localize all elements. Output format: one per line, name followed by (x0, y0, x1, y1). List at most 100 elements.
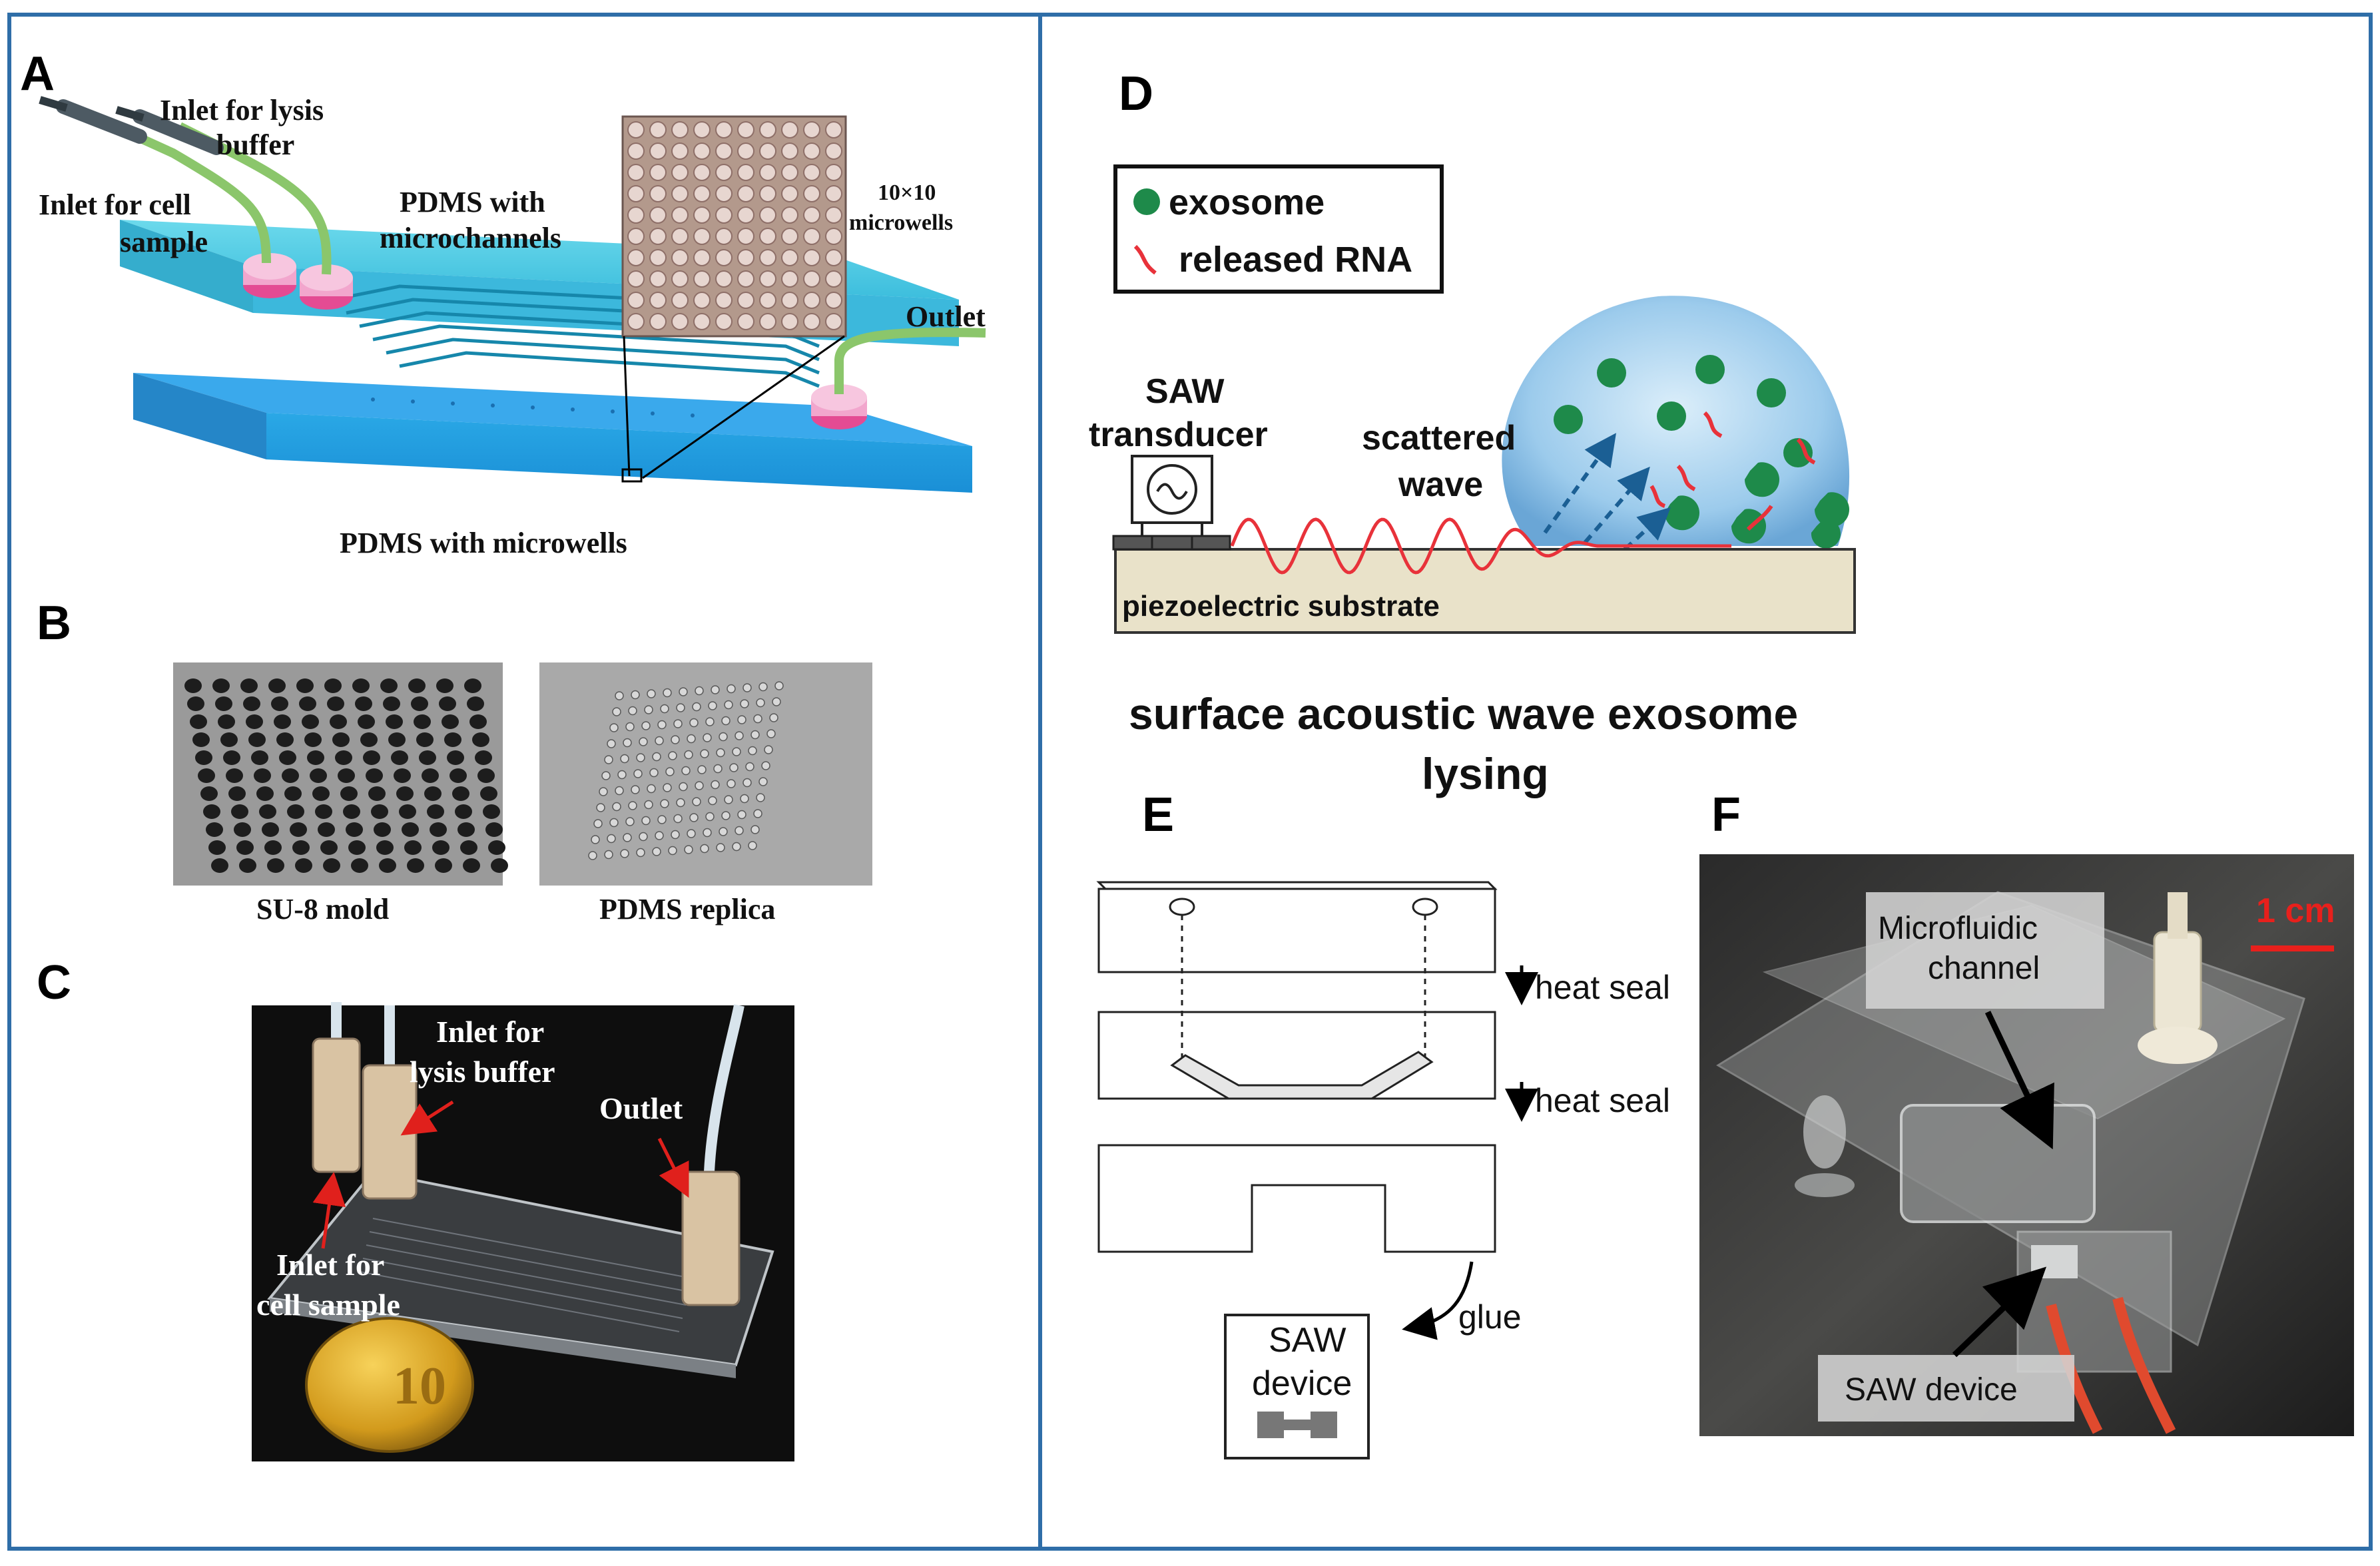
su8-hole (439, 696, 456, 711)
saw-device-box (1224, 1314, 1370, 1459)
su8-hole (463, 858, 480, 873)
replica-pillar (697, 765, 707, 774)
fluidic-chamber (1900, 1104, 2096, 1223)
su8-hole (231, 804, 248, 819)
microwell (627, 164, 645, 181)
microwell (671, 206, 689, 224)
label-heat-seal-1: heat seal (1535, 969, 1670, 1006)
su8-hole (203, 804, 220, 819)
scale-label: 1 cm (2256, 892, 2335, 930)
su8-hole (419, 750, 436, 765)
label-f-channel-1: Microfluidic (1878, 911, 2038, 946)
su8-hole (215, 696, 232, 711)
su8-hole (335, 750, 352, 765)
label-scattered-2: wave (1398, 465, 1483, 504)
su8-hole (200, 786, 218, 801)
microwell (693, 228, 711, 245)
su8-hole (234, 822, 251, 837)
replica-pillar (628, 706, 637, 716)
microwell (715, 228, 733, 245)
microwell (825, 142, 842, 160)
replica-pillar (604, 850, 613, 860)
su8-hole (430, 822, 447, 837)
inset-source-box (621, 468, 643, 483)
su8-hole (452, 786, 469, 801)
su8-hole (408, 678, 426, 693)
su8-hole (195, 750, 212, 765)
microwell (737, 121, 754, 138)
su8-hole (276, 732, 294, 747)
su8-hole (223, 750, 240, 765)
surface-wave (1230, 517, 1731, 575)
microwell (715, 185, 733, 202)
su8-hole (379, 858, 396, 873)
replica-pillar (644, 705, 653, 714)
replica-pillar (737, 715, 746, 724)
su8-hole (340, 786, 358, 801)
microwell (781, 185, 798, 202)
su8-hole (267, 858, 284, 873)
microwell (671, 164, 689, 181)
label-pdms-channels-1: PDMS with (400, 186, 545, 218)
su8-hole (259, 804, 276, 819)
microwell (803, 270, 820, 288)
replica-pillar (689, 813, 699, 822)
replica-pillar (612, 707, 621, 716)
replica-pillar (671, 735, 680, 744)
su8-hole (455, 804, 472, 819)
replica-pillar (639, 737, 648, 746)
replica-pillar (743, 683, 752, 692)
replica-pillar (617, 770, 627, 780)
replica-pillar (631, 785, 640, 794)
replica-pillar (687, 734, 696, 744)
syringe-cell (39, 96, 147, 144)
microwell (803, 206, 820, 224)
microwell (693, 164, 711, 181)
su8-hole (432, 840, 449, 855)
microwell (649, 292, 667, 309)
caption-line-2: lysing (1422, 749, 1549, 798)
microwell (627, 292, 645, 309)
microwell (649, 142, 667, 160)
label-wells-1: 10×10 (878, 180, 936, 205)
replica-pillar (684, 750, 693, 760)
replica-pillar (772, 697, 781, 706)
su8-hole (184, 678, 202, 693)
label-c-inlet-cell-1: Inlet for (276, 1248, 384, 1282)
su8-hole (469, 714, 487, 729)
su8-hole (396, 786, 414, 801)
microwell (693, 206, 711, 224)
replica-pillar (593, 819, 603, 828)
microwell (781, 121, 798, 138)
replica-pillar (615, 691, 624, 700)
su8-hole (483, 804, 500, 819)
microwell (759, 270, 776, 288)
su8-hole (274, 714, 291, 729)
su8-hole (310, 768, 327, 783)
syringe-lysis (115, 106, 224, 155)
su8-hole (411, 696, 428, 711)
replica-pillar (655, 736, 664, 746)
replica-pillar (703, 733, 712, 742)
microwell (803, 228, 820, 245)
scale-bar (2251, 945, 2334, 951)
su8-hole (330, 714, 347, 729)
microwell (803, 292, 820, 309)
su8-hole (318, 822, 335, 837)
microwell (759, 228, 776, 245)
fitting-outlet (681, 1171, 741, 1306)
replica-pillar (644, 800, 653, 810)
su8-hole (348, 840, 366, 855)
label-inlet-cell-1: Inlet for cell (39, 188, 191, 221)
arrow-lysis (400, 1100, 454, 1136)
microwell (759, 292, 776, 309)
microwell (825, 185, 842, 202)
label-inlet-lysis-2: buffer (216, 129, 294, 161)
label-inlet-cell-2: sample (120, 226, 208, 258)
replica-pillar (695, 686, 704, 696)
replica-pillar (687, 829, 696, 838)
label-c-outlet: Outlet (599, 1091, 683, 1125)
panel-a: A (20, 47, 986, 559)
replica-pillar (766, 729, 776, 738)
